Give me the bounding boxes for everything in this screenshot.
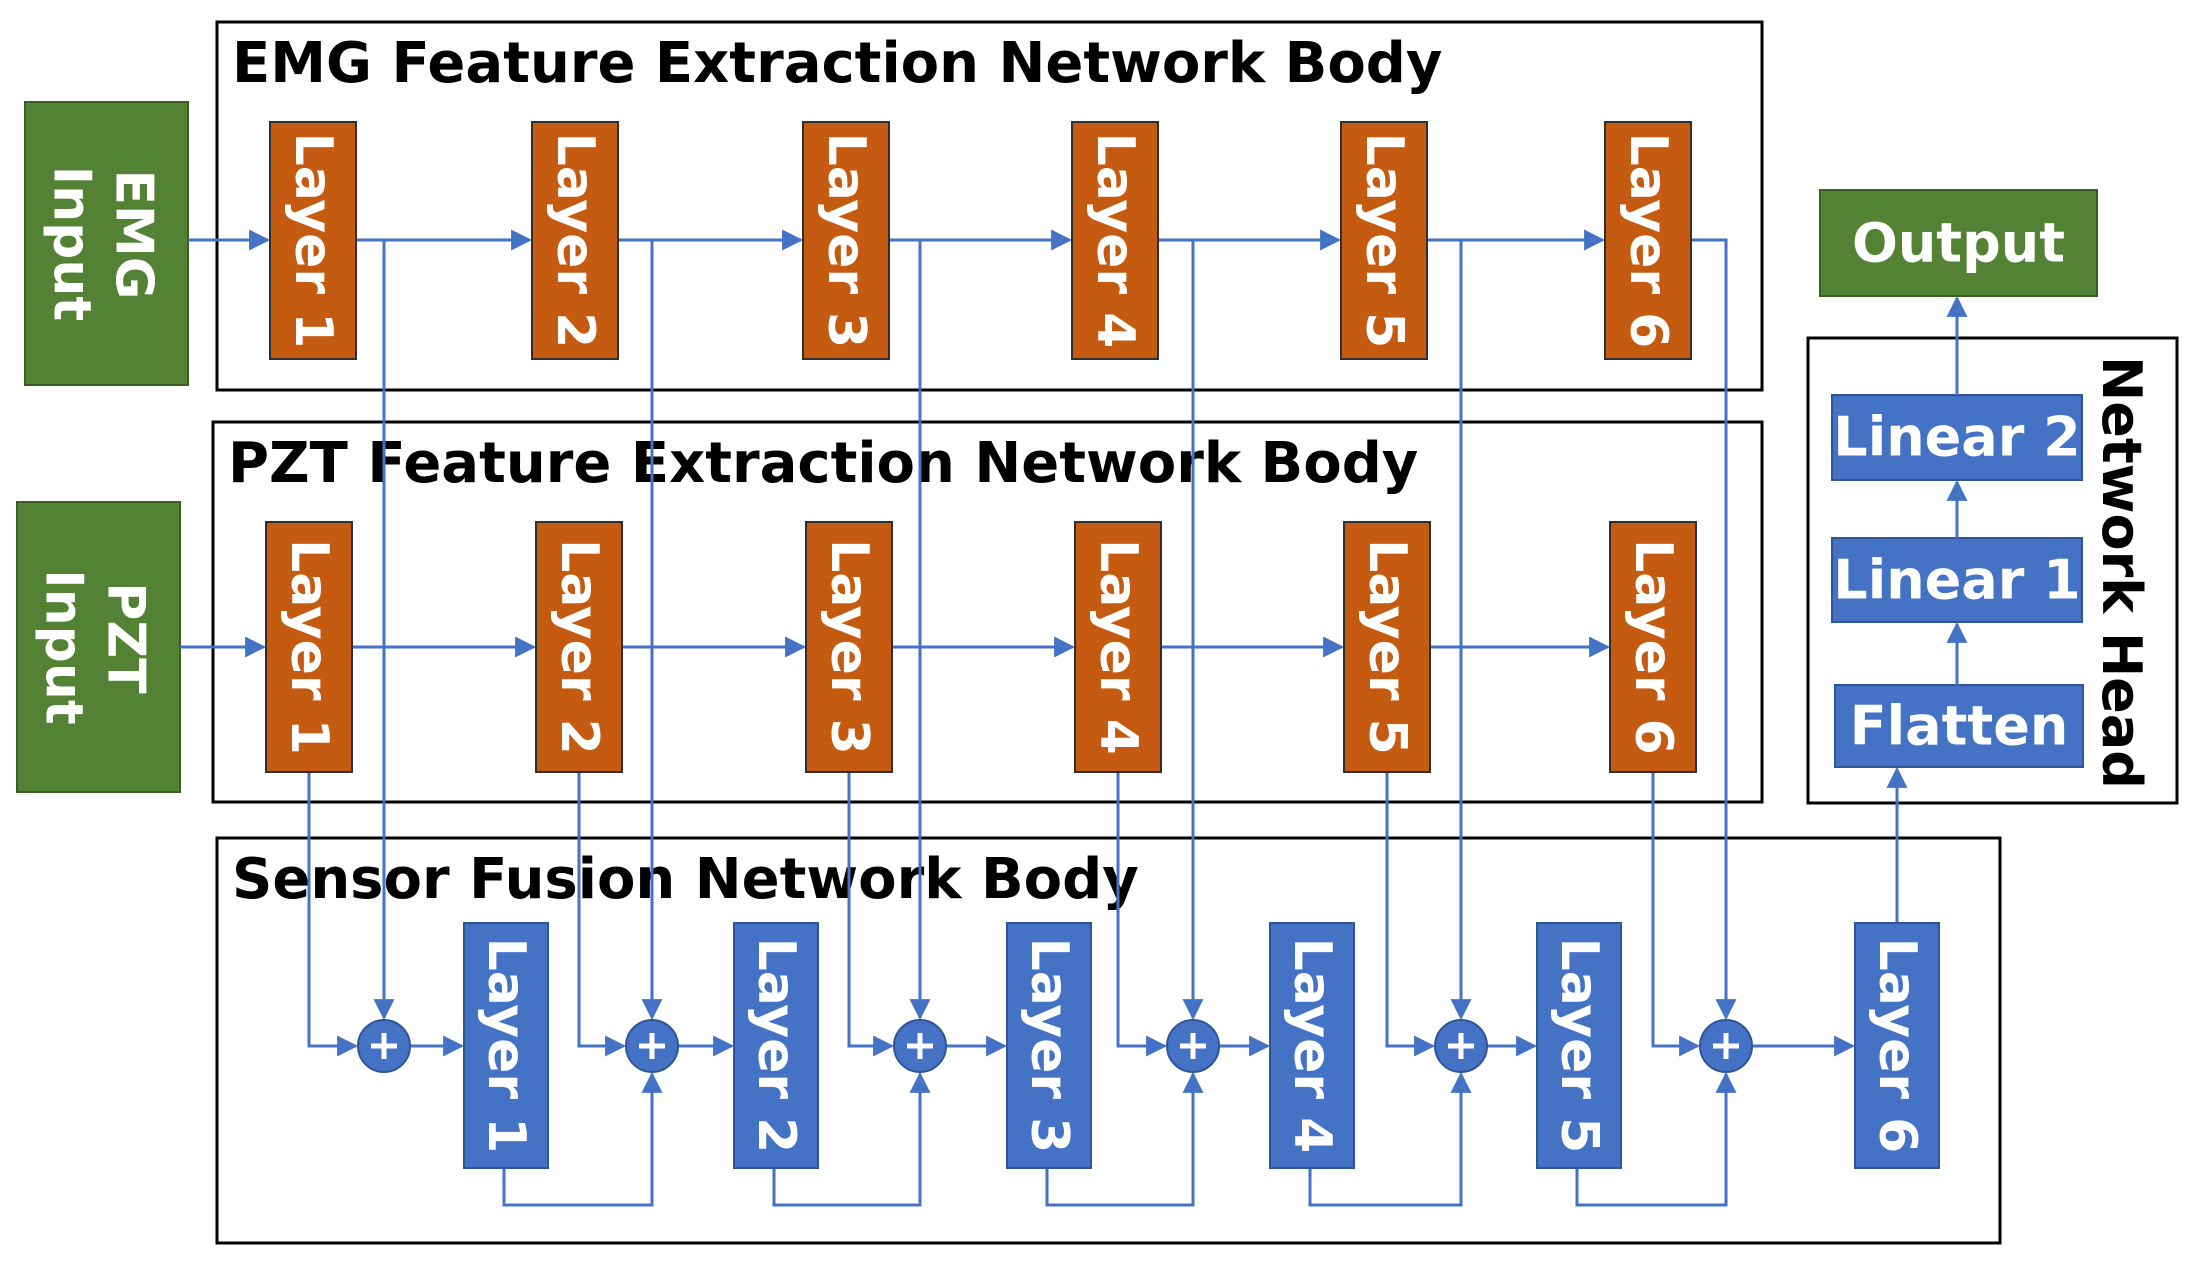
pzt-to-sum-wire-6 (1651, 772, 1701, 1057)
fusion-body-title: Sensor Fusion Network Body (232, 847, 1139, 912)
emg-layer-2: Layer 2 (531, 121, 619, 360)
emg-body-frame (215, 20, 1764, 392)
pzt-input-label-line1: PZT (96, 582, 156, 694)
pzt-layer-3-label: Layer 3 (819, 539, 879, 755)
emg-to-sum-wire-1 (356, 238, 395, 1021)
pzt-layer-2: Layer 2 (535, 521, 623, 773)
pzt-to-sum-wire-4 (1116, 772, 1168, 1057)
head-layer-linear-1-label: Linear 1 (1833, 549, 2080, 612)
sum-nodes (357, 1019, 1753, 1073)
emg-to-sum-wire-3 (889, 238, 931, 1021)
plus-circle-icon (1699, 1019, 1753, 1073)
fusion-layer-5: Layer 5 (1536, 922, 1622, 1169)
pzt-input-label-line2: Input (34, 569, 94, 724)
fusion-to-sum-wire-4 (1308, 1071, 1472, 1207)
fusion-to-sum-wire-5 (1575, 1071, 1737, 1207)
pzt-layer-5-label: Layer 5 (1357, 539, 1417, 755)
pzt-layer-2-label: Layer 2 (549, 539, 609, 755)
fusion-layer-5-label: Layer 5 (1549, 938, 1609, 1154)
output-block: Output (1819, 189, 2098, 297)
network-head-title: Network Head (2090, 356, 2153, 789)
fusion-layer-3: Layer 3 (1006, 922, 1092, 1169)
pzt-to-sum-wire-5 (1385, 772, 1436, 1057)
connector-wires (180, 229, 1968, 1207)
pzt-layer-3: Layer 3 (805, 521, 893, 773)
output-label: Output (1852, 212, 2065, 275)
plus-circle-icon (1166, 1019, 1220, 1073)
emg-input-block: EMG Input (24, 101, 189, 386)
pzt-input-block: PZT Input (16, 501, 181, 793)
fusion-layer-6: Layer 6 (1854, 922, 1940, 1169)
pzt-layer-5: Layer 5 (1343, 521, 1431, 773)
fusion-layer-2: Layer 2 (733, 922, 819, 1169)
pzt-layer-1-label: Layer 1 (279, 539, 339, 755)
emg-layer-1-label: Layer 1 (283, 133, 343, 349)
pzt-layer-4: Layer 4 (1074, 521, 1162, 773)
emg-layer-4: Layer 4 (1071, 121, 1159, 360)
emg-input-label-line1: EMG (104, 169, 164, 299)
emg-to-sum-wire-5 (1427, 238, 1472, 1021)
emg-layer-2-label: Layer 2 (545, 133, 605, 349)
fusion-layer-4-label: Layer 4 (1282, 938, 1342, 1154)
layer-blocks: Layer 1 Layer 1 Layer 1 Layer 2 Layer 2 Layer… (265, 121, 1940, 1169)
fusion-layer-1-label: Layer 1 (476, 938, 536, 1154)
fusion-layer-4: Layer 4 (1269, 922, 1355, 1169)
head-layer-flatten: Flatten (1834, 684, 2084, 768)
fusion-layer-3-label: Layer 3 (1019, 938, 1079, 1154)
pzt-to-sum-wire-2 (577, 772, 627, 1057)
pzt-layer-6-label: Layer 6 (1623, 539, 1683, 755)
pzt-body-title: PZT Feature Extraction Network Body (228, 431, 1418, 496)
pzt-to-sum-wire-3 (847, 772, 895, 1057)
emg-to-sum-wire-2 (618, 238, 663, 1021)
emg-layer-4-label: Layer 4 (1085, 133, 1145, 349)
plus-circle-icon (1434, 1019, 1488, 1073)
emg-layer-5-label: Layer 5 (1354, 133, 1414, 349)
emg-layer-6: Layer 6 (1604, 121, 1692, 360)
fusion-layer-2-label: Layer 2 (746, 938, 806, 1154)
svg-text:EMG Input: EMG Input (42, 166, 164, 321)
emg-input-label-line2: Input (42, 166, 102, 321)
plus-circle-icon (893, 1019, 947, 1073)
pzt-layer-1: Layer 1 (265, 521, 353, 773)
emg-body-title: EMG Feature Extraction Network Body (232, 31, 1442, 96)
head-layer-linear-2: Linear 2 (1831, 394, 2083, 481)
emg-to-sum-wire-4 (1158, 238, 1204, 1021)
plus-circle-icon (357, 1019, 411, 1073)
fusion-layer-6-label: Layer 6 (1867, 938, 1927, 1154)
emg-layer-6-label: Layer 6 (1618, 133, 1678, 349)
pzt-body-frame (211, 420, 1764, 804)
pzt-to-sum-wire-1 (307, 772, 359, 1057)
fusion-to-sum-wire-1 (502, 1071, 663, 1207)
svg-text:PZT Input: PZT Input (34, 569, 156, 724)
fusion-layer-1: Layer 1 (463, 922, 549, 1169)
pzt-layer-4-label: Layer 4 (1088, 539, 1148, 755)
emg-layer-5: Layer 5 (1340, 121, 1428, 360)
emg-layer-1: Layer 1 (269, 121, 357, 360)
plus-circle-icon (625, 1019, 679, 1073)
emg-layer-3-label: Layer 3 (816, 133, 876, 349)
emg-to-sum-wire-6 (1691, 238, 1737, 1021)
pzt-layer-6: Layer 6 (1609, 521, 1697, 773)
emg-layer-3: Layer 3 (802, 121, 890, 360)
head-layer-flatten-label: Flatten (1850, 695, 2069, 758)
fusion-to-sum-wire-2 (772, 1071, 931, 1207)
head-layer-linear-2-label: Linear 2 (1833, 406, 2080, 469)
head-layer-linear-1: Linear 1 (1831, 537, 2083, 623)
fusion-to-sum-wire-3 (1045, 1071, 1204, 1207)
